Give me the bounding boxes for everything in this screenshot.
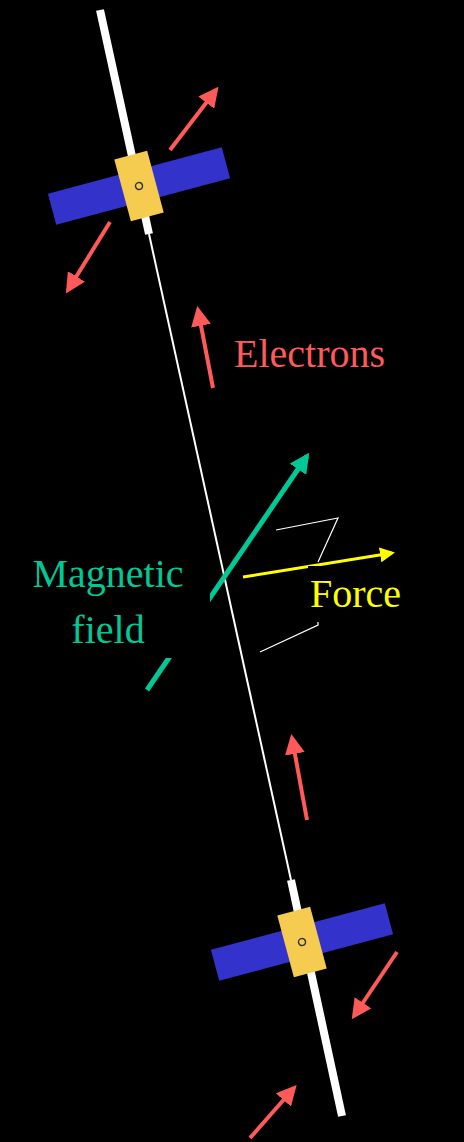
force-label: Force — [308, 566, 403, 622]
electrons-label: Electrons — [232, 326, 387, 382]
satellite — [44, 132, 234, 240]
field-label: Magnetic field — [6, 546, 210, 658]
satellite — [207, 888, 397, 996]
